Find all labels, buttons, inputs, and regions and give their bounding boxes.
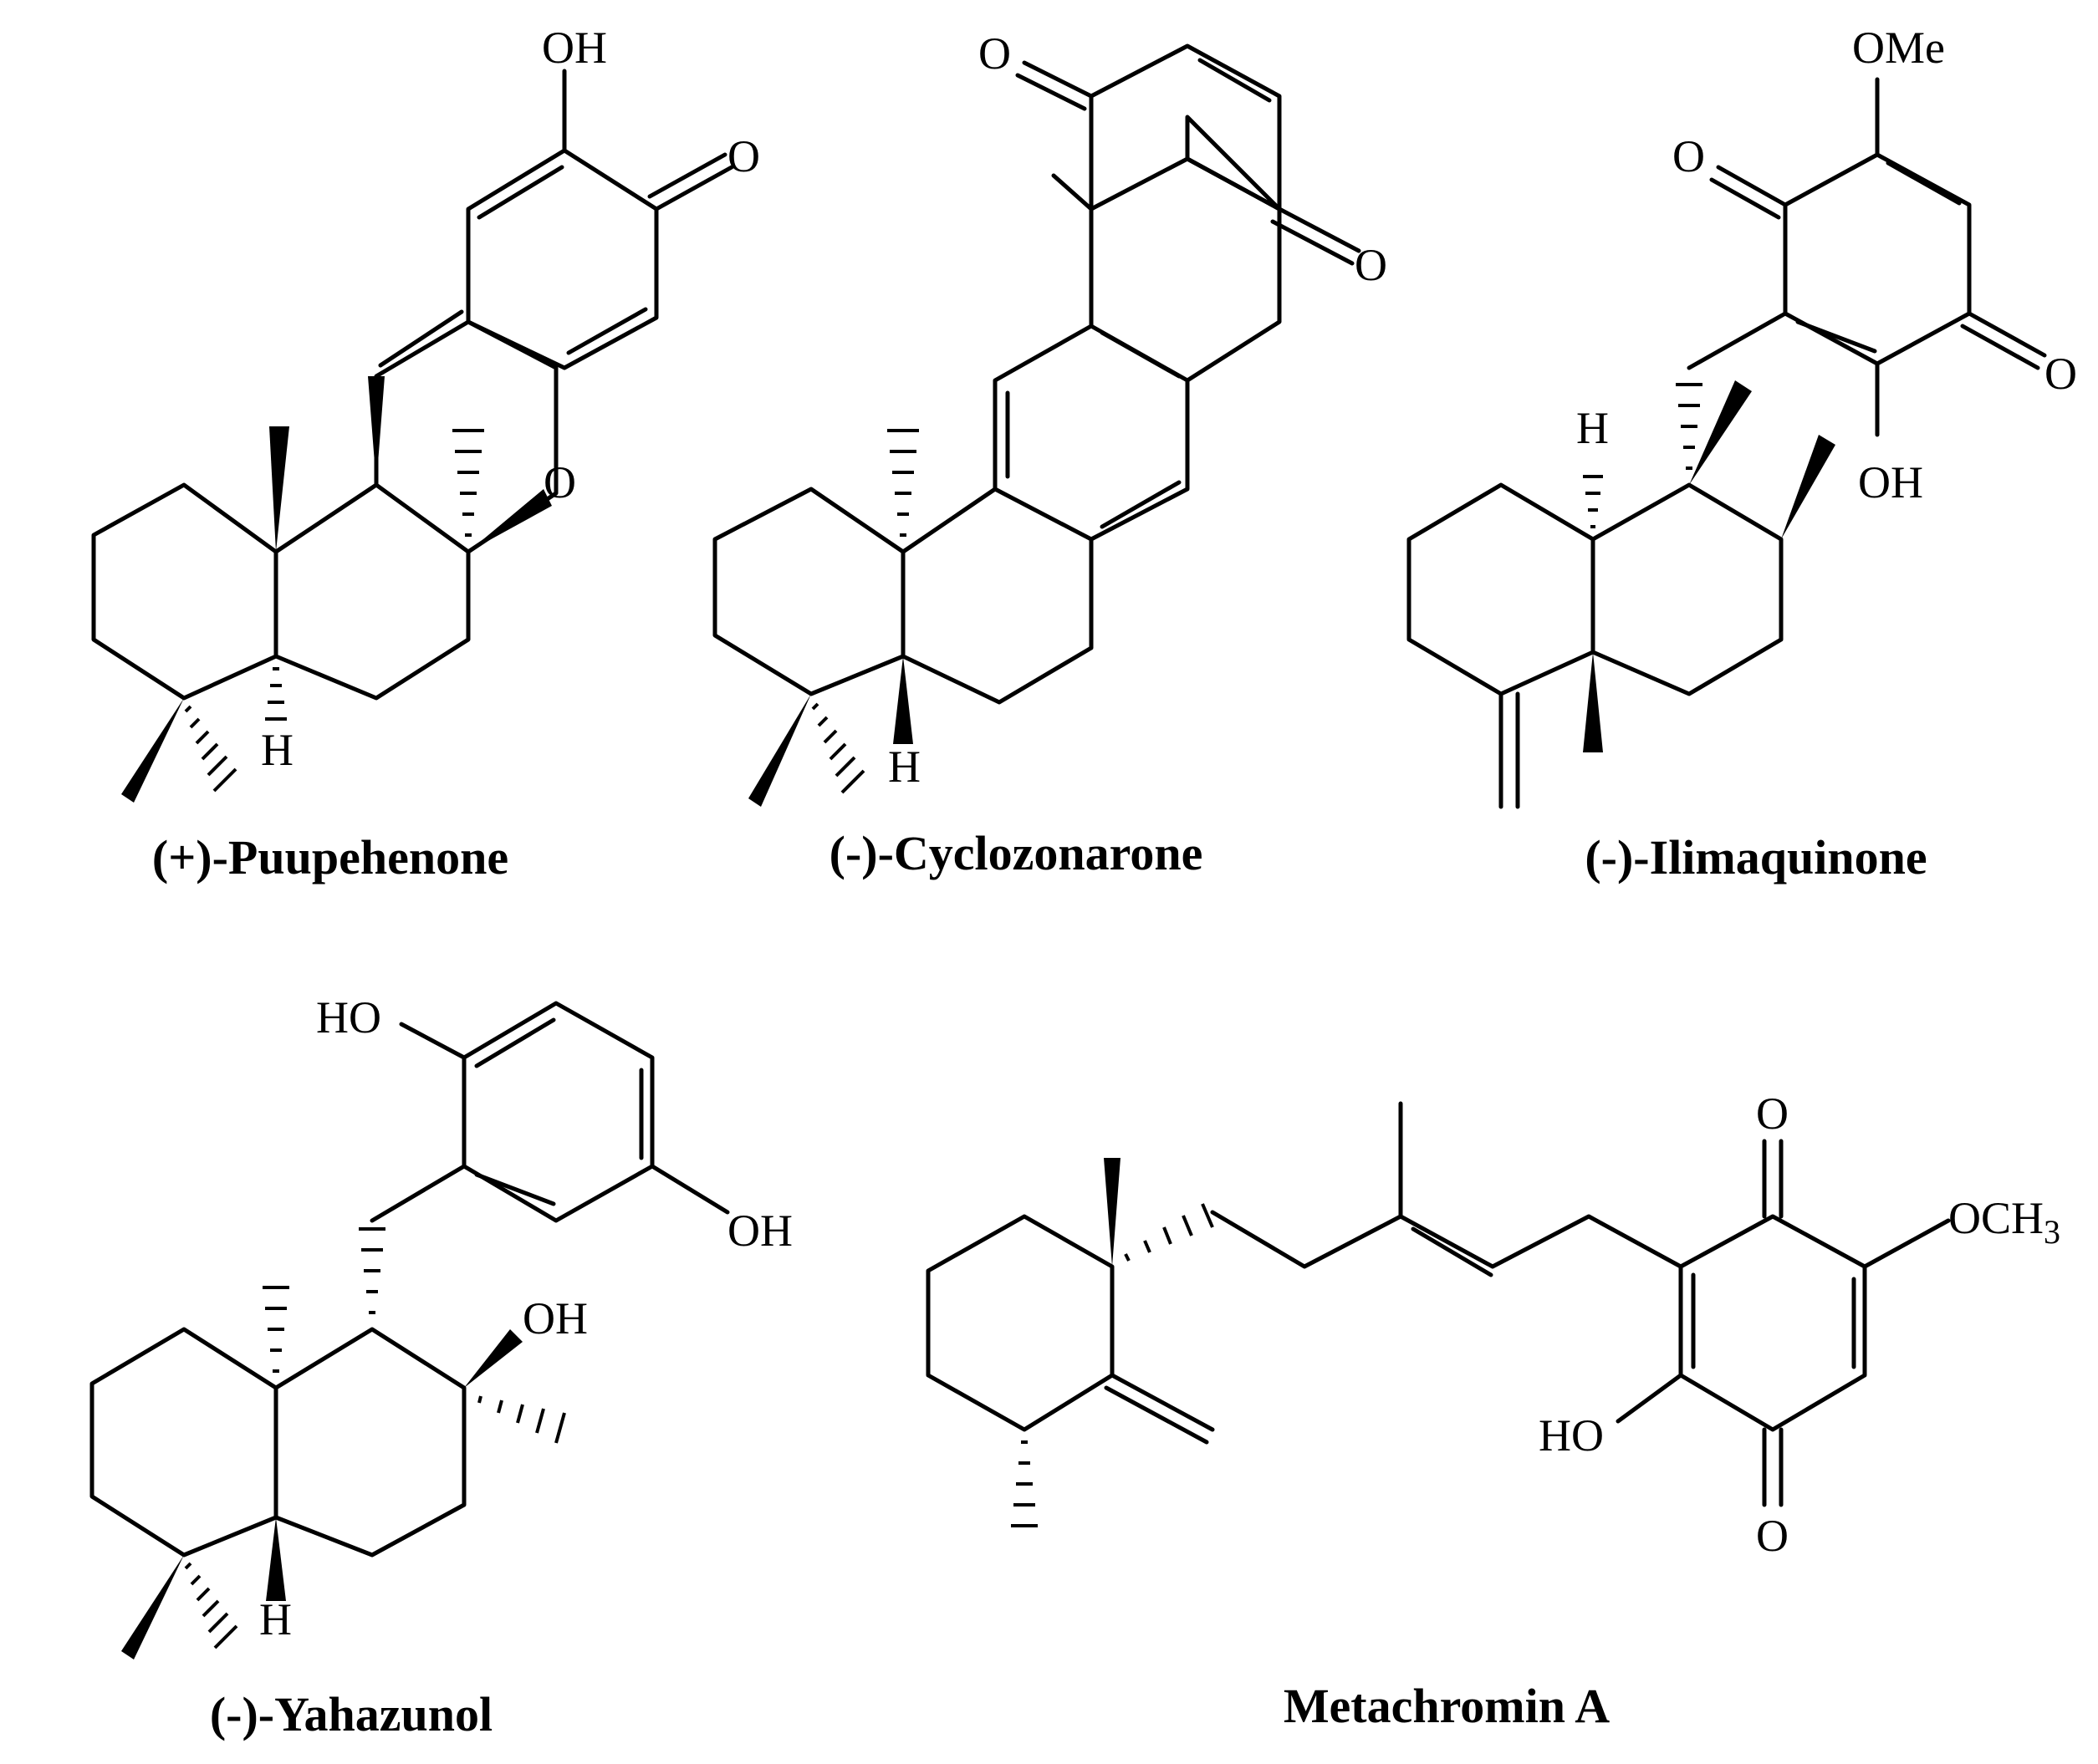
wedge-bond xyxy=(1781,435,1835,539)
hydroxyl-label: OH xyxy=(542,23,607,73)
hash-bond xyxy=(1676,383,1702,470)
wedge-bond xyxy=(269,426,289,552)
wedge-bond xyxy=(464,1329,523,1388)
cyclozonarone-structure: H (-)-Cyclozonarone xyxy=(712,117,1282,880)
ketone-oxygen-label: O xyxy=(1756,1088,1789,1139)
hash-bond xyxy=(265,667,287,721)
compound-name: (-)-Yahazunol xyxy=(210,1687,493,1741)
wedge-bond xyxy=(368,376,385,485)
hydroxyl-label: HO xyxy=(316,992,381,1043)
ketone-oxygen-label: O xyxy=(727,131,760,181)
hydrogen-label: H xyxy=(259,1594,292,1644)
hash-bond xyxy=(811,702,865,794)
wedge-bond xyxy=(748,694,811,807)
compound-name: Metachromin A xyxy=(1284,1679,1610,1733)
wedge-bond xyxy=(1689,380,1752,485)
hash-bond xyxy=(263,1286,289,1373)
cyclozonarone-quinone-actual: O O xyxy=(978,28,1387,290)
hash-bond xyxy=(887,429,919,537)
hydrogen-label: H xyxy=(1576,403,1609,453)
hydrogen-label: H xyxy=(888,742,921,792)
compound-name: (+)-Puupehenone xyxy=(152,830,508,885)
hash-bond xyxy=(359,1227,385,1314)
wedge-bond xyxy=(893,656,913,744)
metachromin-a-structure: O OCH3 HO O Metachromin A xyxy=(926,1088,2060,1733)
ketone-oxygen-label: O xyxy=(978,28,1011,79)
wedge-bond xyxy=(121,698,184,803)
hash-bond xyxy=(1124,1203,1214,1262)
hydroxyl-label: OH xyxy=(1858,457,1923,507)
hash-bond xyxy=(1583,475,1603,528)
yahazunol-structure: HO OH OH H (-)-Yahazunol xyxy=(89,992,793,1741)
wedge-bond xyxy=(1104,1158,1120,1267)
ketone-oxygen-label: O xyxy=(2044,349,2077,399)
ketone-oxygen-label: O xyxy=(1672,131,1705,181)
puupehenone-structure: OH O O H (+)-Puupehenone xyxy=(91,23,760,885)
hydroxyl-label: HO xyxy=(1539,1410,1604,1461)
hydroxyl-label: OH xyxy=(727,1206,793,1256)
wedge-bond xyxy=(266,1517,286,1601)
compound-name: (-)-Ilimaquinone xyxy=(1585,830,1927,885)
ketone-oxygen-label: O xyxy=(1756,1511,1789,1561)
ketone-oxygen-label: O xyxy=(1355,240,1387,290)
hash-bond xyxy=(184,705,237,793)
methoxy-label: OMe xyxy=(1852,23,1945,73)
wedge-bond xyxy=(1583,652,1603,752)
ring-oxygen-label: O xyxy=(544,457,576,507)
hash-bond xyxy=(452,429,484,537)
hash-bond xyxy=(477,1395,566,1444)
hydroxyl-label: OH xyxy=(523,1293,588,1343)
methoxy-label: OCH3 xyxy=(1948,1193,2060,1251)
ilimaquinone-structure: OMe O O OH H (-)-Ilimaquinone xyxy=(1406,23,2077,885)
hash-bond xyxy=(184,1562,238,1649)
compound-name: (-)-Cyclozonarone xyxy=(830,826,1203,880)
wedge-bond xyxy=(121,1555,184,1659)
hydrogen-label: H xyxy=(261,725,294,775)
hash-bond xyxy=(1011,1440,1038,1527)
wedge-bond xyxy=(468,489,552,552)
